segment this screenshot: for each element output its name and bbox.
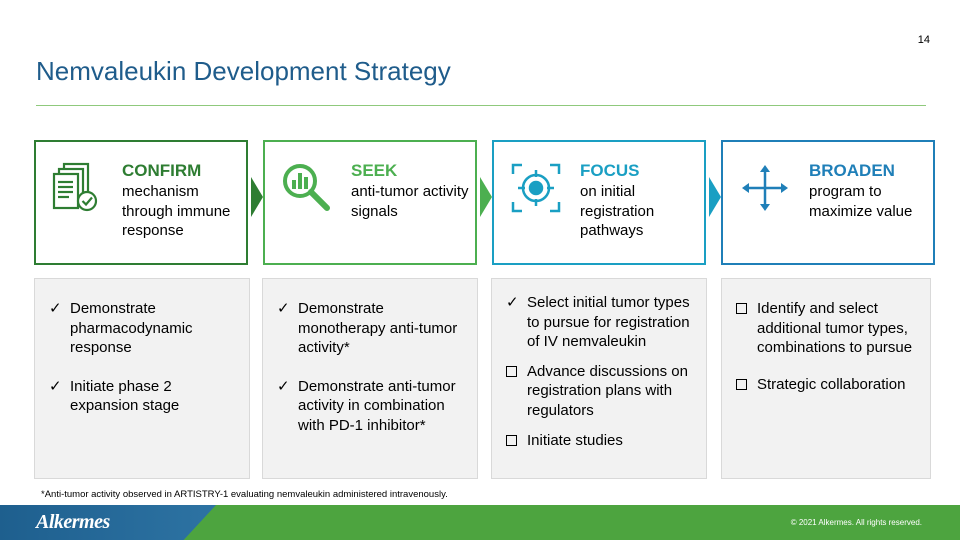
stage-title: CONFIRM bbox=[122, 161, 202, 180]
detail-list: ✓Select initial tumor types to pursue fo… bbox=[506, 293, 700, 451]
detail-list: ✓Demonstrate monotherapy anti-tumor acti… bbox=[277, 299, 471, 435]
list-item: ✓Demonstrate anti-tumor activity in comb… bbox=[277, 377, 456, 434]
document-check-icon bbox=[52, 162, 104, 214]
page-title: Nemvaleukin Development Strategy bbox=[36, 56, 451, 86]
stage-card-focus: FOCUS on initial registration pathways bbox=[492, 140, 706, 265]
checkmark-icon: ✓ bbox=[49, 377, 62, 395]
detail-box-broaden: Identify and select additional tumor typ… bbox=[721, 278, 931, 479]
list-item: ✓Initiate phase 2 expansion stage bbox=[49, 377, 180, 415]
stage-desc: on initial registration pathways bbox=[580, 183, 655, 239]
list-item: ✓Demonstrate pharmacodynamic response bbox=[49, 300, 193, 356]
stage-desc: program to maximize value bbox=[809, 183, 913, 220]
detail-box-seek: ✓Demonstrate monotherapy anti-tumor acti… bbox=[262, 278, 478, 479]
checkmark-icon: ✓ bbox=[49, 300, 62, 317]
stage-desc: anti-tumor activity signals bbox=[351, 183, 469, 220]
stage-title: SEEK bbox=[351, 161, 398, 180]
title-divider bbox=[36, 105, 926, 106]
magnifier-chart-icon bbox=[281, 162, 333, 214]
checkmark-icon: ✓ bbox=[506, 294, 519, 311]
checkmark-icon: ✓ bbox=[277, 300, 290, 317]
list-item: ✓Select initial tumor types to pursue fo… bbox=[506, 294, 690, 350]
list-item: Initiate studies bbox=[506, 431, 700, 451]
chevron-right-icon bbox=[709, 177, 721, 217]
stage-title: BROADEN bbox=[809, 161, 895, 180]
expand-arrows-icon bbox=[739, 162, 791, 214]
detail-list: Identify and select additional tumor typ… bbox=[736, 299, 924, 394]
page-number: 14 bbox=[917, 34, 930, 46]
stage-card-confirm: CONFIRM mechanism through immune respons… bbox=[34, 140, 248, 265]
list-item: Advance discussions on registration plan… bbox=[506, 362, 700, 421]
chevron-right-icon bbox=[251, 177, 263, 217]
alkermes-logo: Alkermes bbox=[36, 511, 110, 533]
stage-desc: mechanism through immune response bbox=[122, 183, 231, 239]
stage-card-seek: SEEK anti-tumor activity signals bbox=[263, 140, 477, 265]
checkbox-icon bbox=[506, 365, 517, 377]
target-icon bbox=[510, 162, 562, 214]
checkbox-icon bbox=[736, 378, 747, 390]
stage-title: FOCUS bbox=[580, 161, 640, 180]
stage-card-broaden: BROADEN program to maximize value bbox=[721, 140, 935, 265]
copyright: © 2021 Alkermes. All rights reserved. bbox=[790, 518, 922, 527]
detail-list: ✓Demonstrate pharmacodynamic response ✓I… bbox=[49, 299, 243, 416]
checkbox-icon bbox=[736, 303, 747, 314]
list-item: Strategic collaboration bbox=[736, 375, 924, 395]
list-item: Identify and select additional tumor typ… bbox=[736, 299, 924, 358]
detail-box-focus: ✓Select initial tumor types to pursue fo… bbox=[491, 278, 707, 479]
footer-accent bbox=[0, 505, 216, 540]
checkmark-icon: ✓ bbox=[277, 377, 290, 395]
chevron-right-icon bbox=[480, 177, 492, 217]
list-item: ✓Demonstrate monotherapy anti-tumor acti… bbox=[277, 300, 458, 356]
checkbox-icon bbox=[506, 435, 517, 446]
detail-box-confirm: ✓Demonstrate pharmacodynamic response ✓I… bbox=[34, 278, 250, 479]
footnote: *Anti-tumor activity observed in ARTISTR… bbox=[41, 489, 448, 500]
